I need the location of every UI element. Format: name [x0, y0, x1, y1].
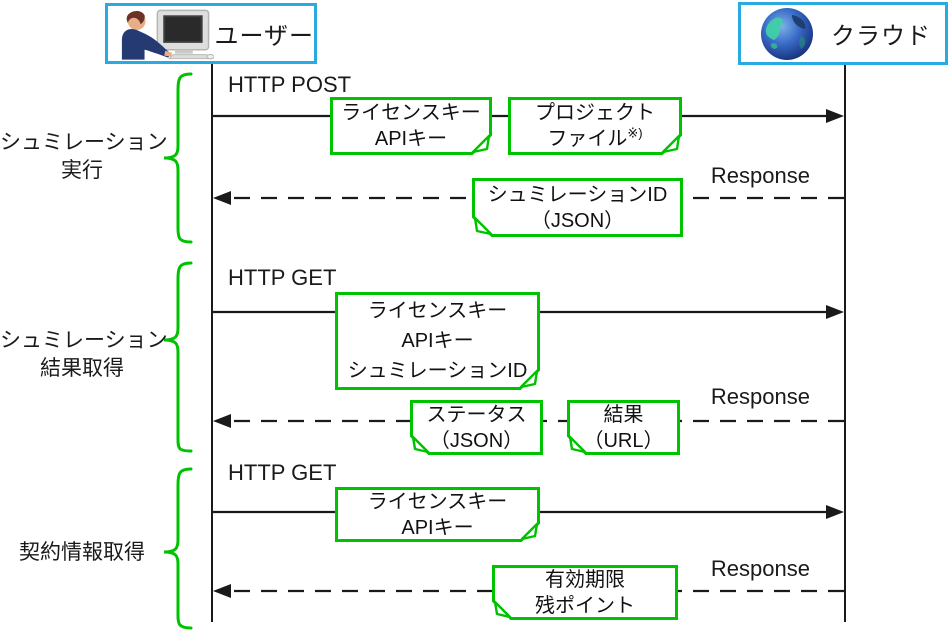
response2-arrowhead: [213, 414, 231, 428]
section-label-line: シュミレーション: [0, 329, 168, 352]
note-line: ファイル※): [547, 125, 643, 150]
note-response-result: 結果 （URL）: [567, 400, 680, 455]
actor-cloud-label: クラウド: [831, 23, 931, 50]
section-label-simulation-result: シュミレーション 結果取得: [0, 327, 168, 383]
note-shape: [472, 178, 683, 237]
section-label-line: 結果取得: [40, 357, 124, 380]
note-shape: [508, 97, 682, 155]
bracket-simulation-result: [163, 261, 193, 453]
note-get1-credentials: ライセンスキー APIキー シュミレーションID: [335, 292, 540, 390]
person-at-computer-icon: [121, 9, 215, 60]
note-line: シュミレーションID: [347, 360, 528, 382]
person: [121, 10, 173, 60]
note-line: ライセンスキー: [341, 102, 481, 124]
note-shape: [567, 400, 680, 455]
section-label-line: 実行: [61, 159, 103, 182]
globe-icon: [761, 7, 813, 60]
response-label-2: Response: [710, 384, 810, 409]
response-label-3: Response: [710, 556, 810, 581]
section-label-contract-info: 契約情報取得: [0, 539, 164, 567]
note-line: 結果: [603, 403, 644, 426]
note-shape: [492, 565, 678, 620]
section-label-line: シュミレーション: [0, 131, 168, 154]
footnote-marker: ※): [627, 125, 643, 141]
note-line: プロジェクト: [535, 102, 655, 124]
http-get2-arrowhead: [826, 505, 844, 519]
response1-arrowhead: [213, 191, 231, 205]
note-response-simulation-id: シュミレーションID （JSON）: [472, 178, 683, 237]
note-line: APIキー: [374, 128, 448, 150]
actor-cloud: クラウド: [738, 2, 948, 65]
http-post-label: HTTP POST: [228, 72, 352, 97]
globe-landmasses: [765, 14, 806, 49]
monitor: [156, 9, 215, 59]
note-shape: [335, 487, 540, 542]
note-line: （URL）: [583, 429, 664, 452]
actor-user: ユーザー: [105, 3, 317, 64]
http-post-arrowhead: [826, 109, 844, 123]
note-line: ライセンスキー: [367, 300, 508, 322]
note-line: （JSON）: [429, 429, 524, 452]
note-line: シュミレーションID: [487, 183, 668, 206]
note-response-contract: 有効期限 残ポイント: [492, 565, 678, 620]
note-line: ステータス: [426, 403, 527, 426]
note-shape: [335, 292, 540, 390]
actor-user-label: ユーザー: [214, 23, 314, 50]
note-response-status: ステータス （JSON）: [410, 400, 543, 455]
note-line: （JSON）: [530, 209, 625, 232]
note-line: ライセンスキー: [367, 490, 508, 513]
note-line: 有効期限: [545, 568, 625, 591]
section-label-simulation-run: シュミレーション 実行: [0, 129, 168, 185]
http-get-label-2: HTTP GET: [228, 460, 337, 485]
http-get-label-1: HTTP GET: [228, 265, 337, 290]
note-line: APIキー: [401, 516, 474, 539]
bracket-simulation-run: [163, 72, 193, 244]
response-label-1: Response: [710, 163, 810, 188]
note-get2-credentials: ライセンスキー APIキー: [335, 487, 540, 542]
note-line: APIキー: [401, 330, 474, 352]
note-line: 残ポイント: [535, 594, 635, 617]
bracket-contract-info: [163, 467, 193, 630]
note-post-project-file: プロジェクト ファイル※): [508, 97, 682, 155]
http-get1-arrowhead: [826, 305, 844, 319]
note-post-license-apikey: ライセンスキー APIキー: [330, 97, 492, 155]
section-label-line: 契約情報取得: [19, 541, 145, 564]
note-shape: [330, 97, 492, 155]
response3-arrowhead: [213, 584, 231, 598]
note-shape: [410, 400, 543, 455]
